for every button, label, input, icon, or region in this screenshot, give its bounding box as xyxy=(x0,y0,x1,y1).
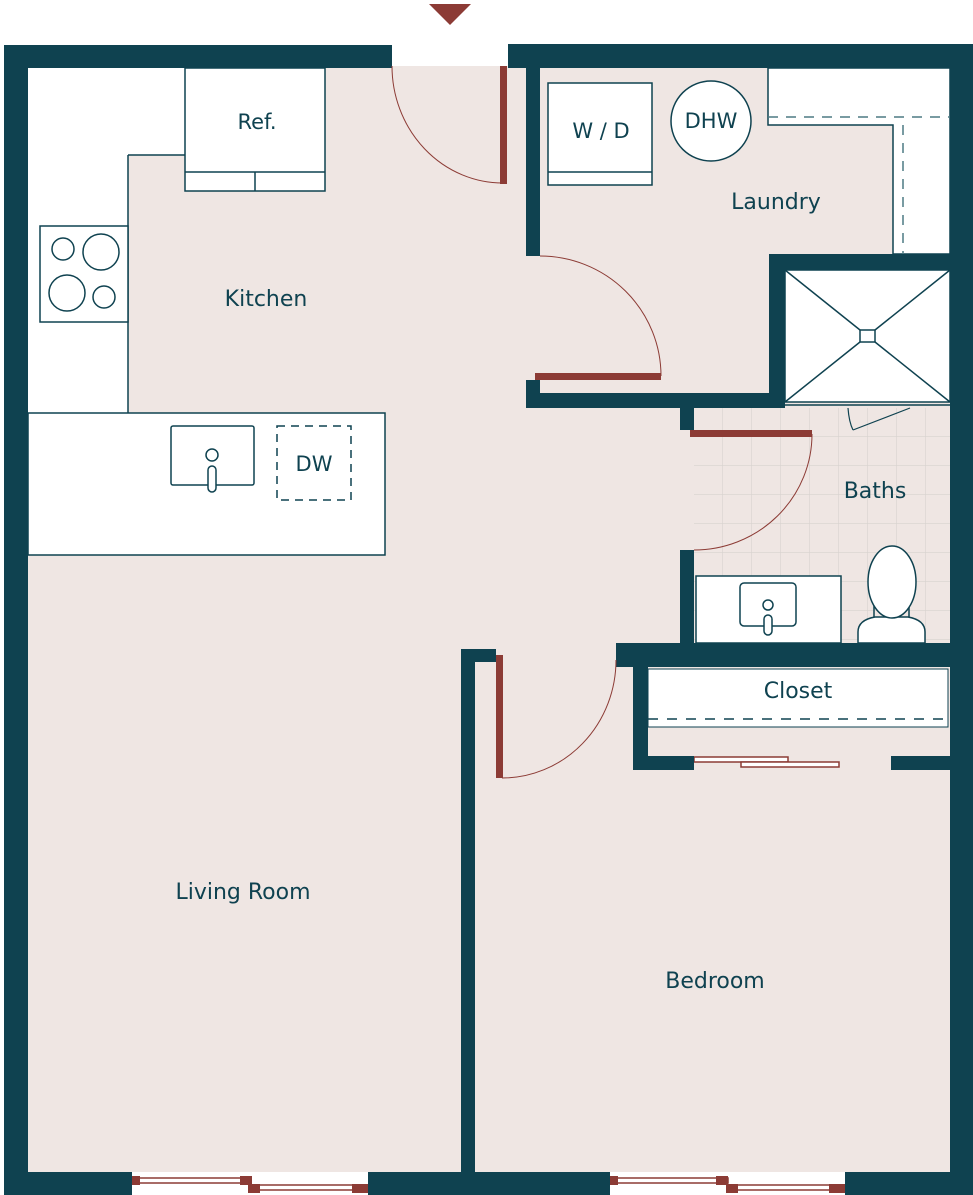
bedroom-door[interactable] xyxy=(496,655,617,779)
window-bedroom xyxy=(610,1172,845,1195)
entry-arrow-icon xyxy=(429,4,471,25)
shower xyxy=(784,269,951,431)
washer-dryer-label: W / D xyxy=(572,119,629,143)
dishwasher: DW xyxy=(276,425,352,501)
water-heater-label: DHW xyxy=(685,109,738,133)
room-label-kitchen: Kitchen xyxy=(225,287,308,312)
room-label-laundry: Laundry xyxy=(731,190,821,215)
kitchen-sink xyxy=(170,425,255,493)
burner-icon xyxy=(51,237,75,261)
refrigerator-label: Ref. xyxy=(237,110,276,134)
room-label-living-room: Living Room xyxy=(175,880,310,905)
laundry-door[interactable] xyxy=(535,255,662,380)
room-label-baths: Baths xyxy=(844,479,907,504)
closet-shelf xyxy=(647,668,949,728)
room-label-bedroom: Bedroom xyxy=(665,969,765,994)
burner-icon xyxy=(48,274,86,312)
window-living-room xyxy=(132,1172,368,1195)
burner-icon xyxy=(92,285,116,309)
toilet xyxy=(857,545,926,644)
burner-icon xyxy=(82,233,120,271)
stove xyxy=(39,225,129,323)
refrigerator: Ref. xyxy=(184,67,326,192)
entry-door[interactable] xyxy=(391,65,507,184)
dishwasher-label: DW xyxy=(296,452,333,476)
water-heater: DHW xyxy=(670,80,752,162)
washer-dryer: W / D xyxy=(547,82,653,186)
room-label-closet: Closet xyxy=(764,679,833,704)
bath-door[interactable] xyxy=(690,430,813,551)
bath-vanity xyxy=(695,575,842,644)
